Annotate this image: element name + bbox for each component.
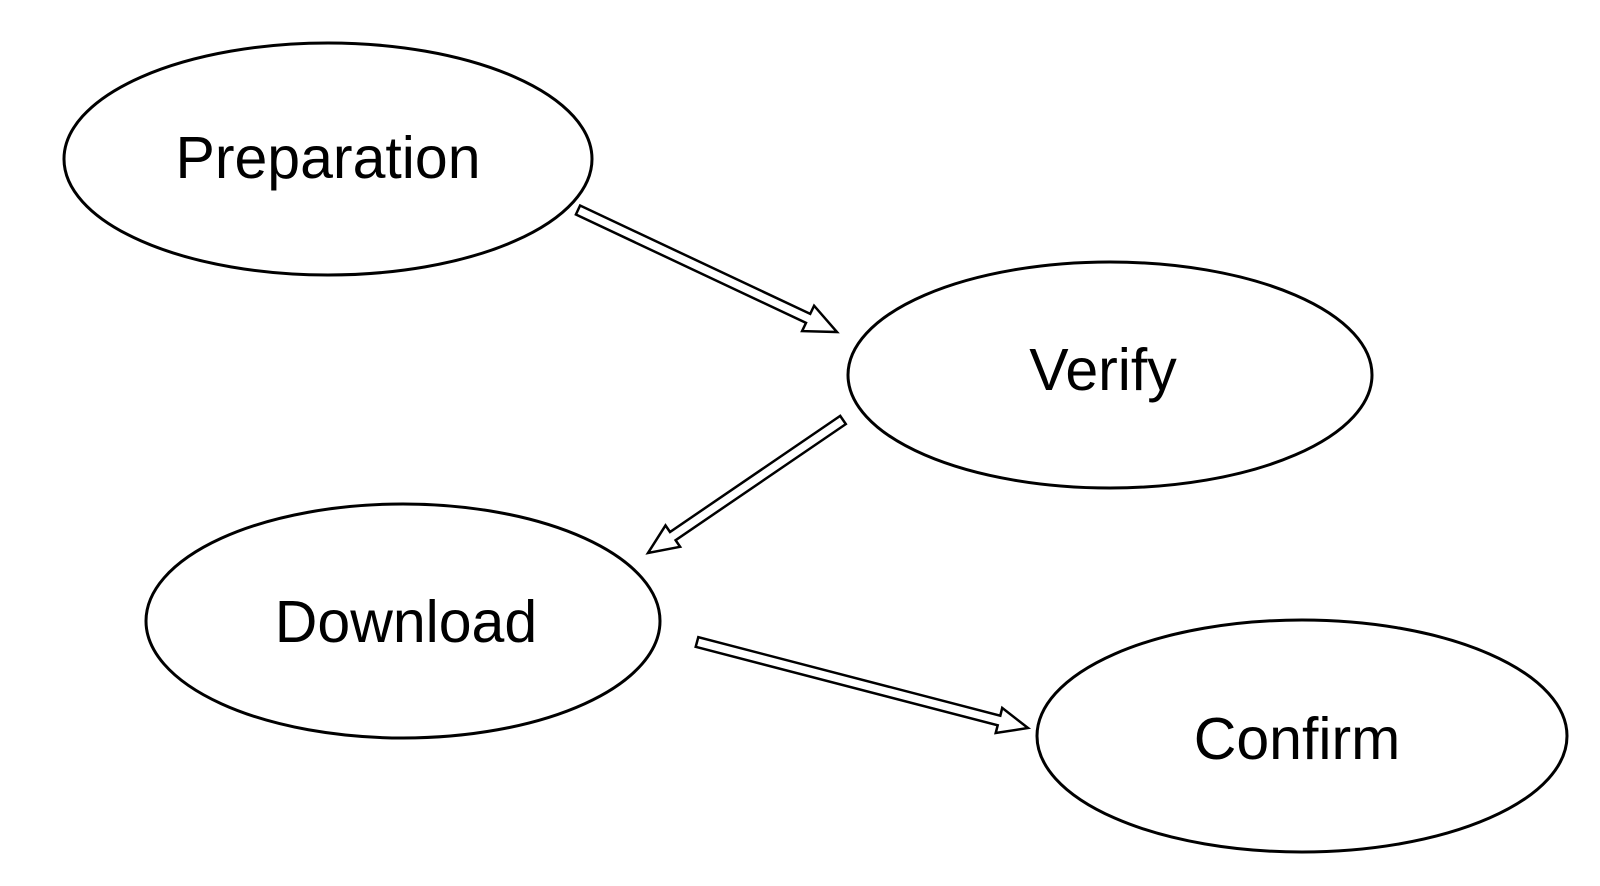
verify-ellipse [846, 260, 1374, 490]
download-ellipse [144, 502, 662, 740]
arrow-verify-to-download [645, 414, 848, 555]
node-download: Download [144, 502, 662, 740]
node-confirm: Confirm [1035, 618, 1569, 854]
node-verify: Verify [846, 260, 1374, 490]
verify-label: Verify [1029, 337, 1177, 403]
confirm-ellipse [1035, 618, 1569, 854]
node-preparation: Preparation [62, 41, 594, 277]
preparation-label: Preparation [175, 125, 480, 191]
download-label: Download [275, 589, 537, 655]
arrow-download-to-confirm [694, 635, 1032, 735]
arrow-preparation-to-verify [574, 203, 840, 334]
preparation-ellipse [62, 41, 594, 277]
confirm-label: Confirm [1194, 706, 1401, 772]
